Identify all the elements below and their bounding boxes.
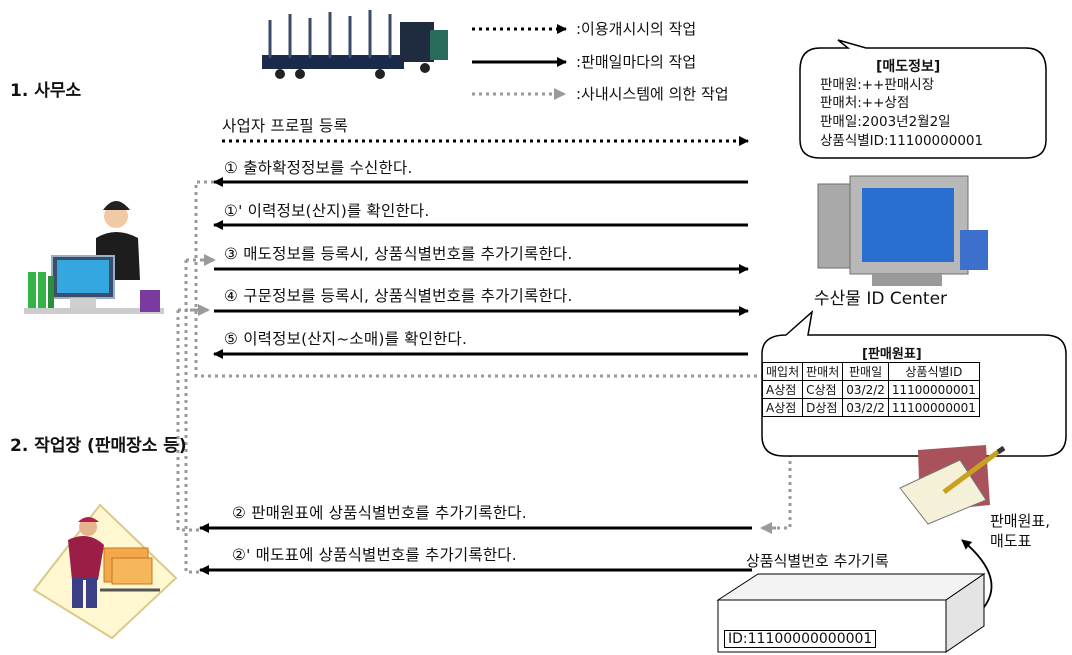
slip-label-line2: 매도표 (990, 532, 1032, 550)
arrow-1-label: ① 출하확정정보를 수신한다. (224, 159, 413, 177)
legend-dotted-label: :이용개시시의 작업 (576, 20, 697, 38)
table-cell: D상점 (802, 398, 844, 417)
printer-to-slip-arrow (961, 539, 993, 613)
profile-registration-label: 사업자 프로필 등록 (222, 117, 348, 135)
table-row: A상점 D상점 03/2/2 11100000001 (761, 398, 980, 417)
sale-info-date: 판매일:2003년2월2일 (820, 114, 951, 130)
legend-solid-label: :판매일마다의 작업 (576, 53, 697, 71)
legend-gray-label: :사내시스템에 의한 작업 (576, 85, 729, 103)
section-workplace-label: 2. 작업장 (판매장소 등) (10, 436, 187, 456)
table-cell: A상점 (761, 398, 804, 417)
id-add-label: 상품식별번호 추가기록 (746, 552, 889, 570)
printer-id-label: ID:11100000000001 (724, 630, 877, 648)
arrow-2-label: ② 판매원표에 상품식별번호를 추가기록한다. (232, 504, 527, 522)
table-cell: C상점 (802, 380, 844, 399)
sale-info-product-id: 상품식별ID:11100000001 (820, 133, 984, 149)
table-header-row: 매입처 판매처 판매일 상품식별ID (761, 362, 980, 381)
arrow-3-label: ③ 매도정보를 등록시, 상품식별번호를 추가기록한다. (224, 245, 573, 263)
table-cell: 11100000001 (887, 398, 980, 417)
office-worker-icon (24, 201, 164, 314)
sale-info-bubble (799, 39, 1047, 159)
paper-pencil-icon (899, 445, 1006, 525)
table-header: 상품식별ID (887, 362, 980, 381)
table-header: 판매일 (842, 362, 889, 381)
sales-ledger-table: 매입처 판매처 판매일 상품식별ID A상점 C상점 03/2/2 111000… (761, 362, 980, 417)
table-cell: 03/2/2 (842, 380, 889, 399)
arrow-5-label: ⑤ 이력정보(산지~소매)를 확인한다. (224, 330, 468, 348)
id-center-label: 수산물 ID Center (814, 289, 948, 309)
sale-info-title: [매도정보] (876, 59, 941, 75)
arrow-1b-label: ①' 이력정보(산지)를 확인한다. (224, 202, 430, 220)
warehouse-worker-icon (32, 503, 178, 640)
table-header: 판매처 (802, 362, 844, 381)
table-cell: A상점 (761, 380, 804, 399)
sale-info-buyer: 판매처:++상점 (820, 95, 910, 111)
arrow-4-label: ④ 구문정보를 등록시, 상품식별번호를 추가기록한다. (224, 287, 573, 305)
table-cell: 03/2/2 (842, 398, 889, 417)
sale-info-seller: 판매원:++판매시장 (820, 77, 935, 93)
slip-label-line1: 판매원표, (990, 512, 1050, 530)
computer-icon (817, 175, 988, 286)
table-cell: 11100000001 (887, 380, 980, 399)
section-office-label: 1. 사무소 (10, 81, 82, 101)
ledger-title: [판매원표] (862, 347, 922, 362)
truck-icon (262, 10, 448, 79)
arrow-2b-label: ②' 매도표에 상품식별번호를 추가기록한다. (232, 546, 517, 564)
table-row: A상점 C상점 03/2/2 11100000001 (761, 380, 980, 399)
table-header: 매입처 (761, 362, 804, 381)
